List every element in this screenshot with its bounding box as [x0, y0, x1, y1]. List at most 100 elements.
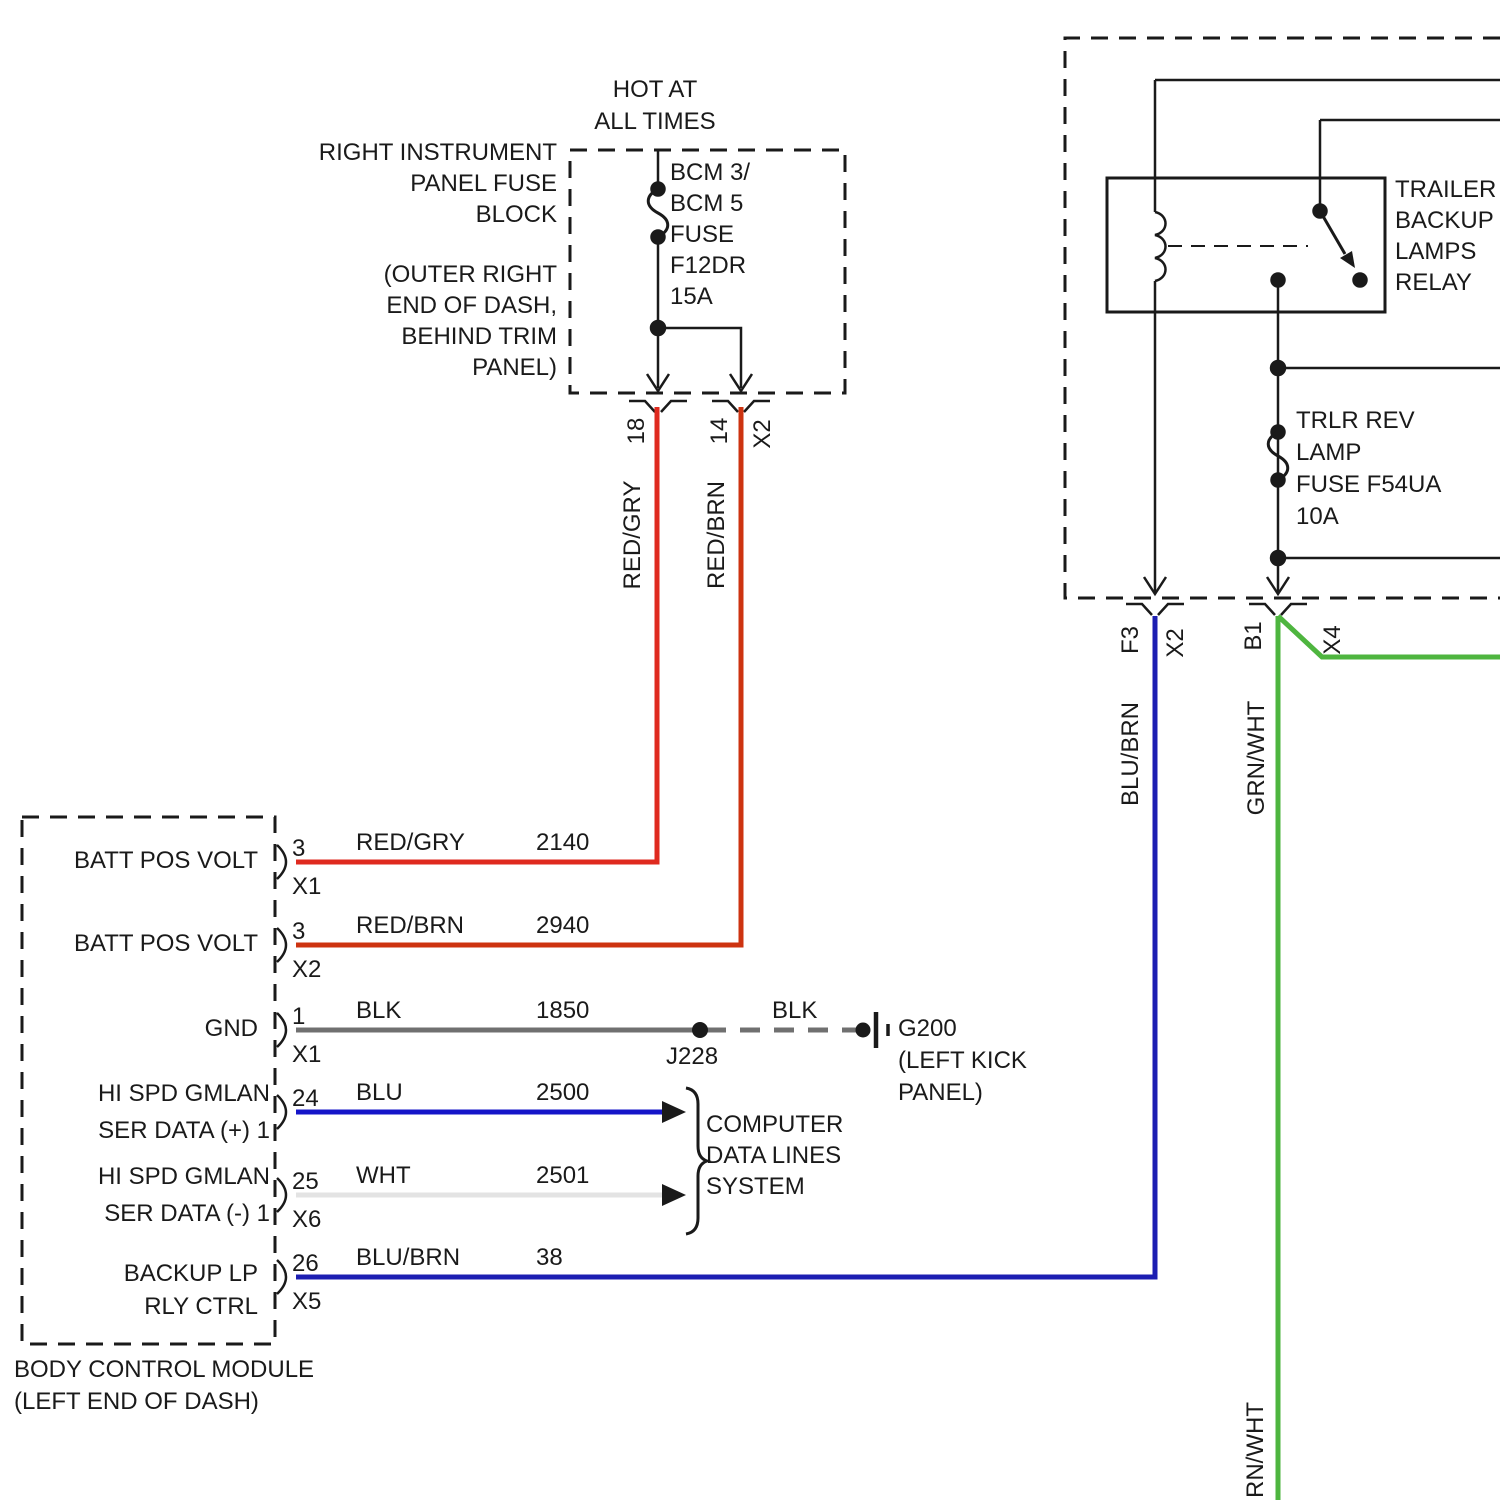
fuse-f54ua-dot-bottom — [1270, 472, 1286, 488]
bcm-connector-id: X1 — [292, 873, 322, 900]
data-lines-label-line1: COMPUTER — [706, 1111, 844, 1138]
wire-label-red-brn: RED/BRN — [703, 480, 730, 590]
bcm-row-label: SER DATA (-) 1 — [104, 1200, 270, 1227]
wire-blu-brn-38 — [296, 616, 1158, 1280]
ground-dot — [855, 1022, 871, 1038]
trailer-backup-lamps-relay-box — [1105, 176, 1387, 314]
bcm-connector-arc-1 — [276, 844, 288, 880]
bcm-row-label: BATT POS VOLT — [73, 930, 258, 957]
arrow-down-b1 — [1265, 576, 1291, 597]
fuse-f54ua-element — [1266, 430, 1290, 482]
arrow-right-blu-2500 — [662, 1101, 686, 1123]
bcm-row-label: RLY CTRL — [144, 1293, 258, 1320]
connector-symbol-b1 — [1249, 602, 1307, 616]
bcm-connector-id: X1 — [292, 1041, 322, 1068]
bcm-name-line1: BODY CONTROL MODULE — [14, 1356, 315, 1383]
relay-coil-feed-line — [1153, 78, 1500, 212]
connector-symbol-f3 — [1126, 602, 1184, 616]
wire-color-label: RED/GRY — [356, 829, 465, 856]
bcm-pin-number: 3 — [292, 918, 306, 945]
fuse-branch-line — [658, 326, 743, 388]
fuse-block-location-line1: (OUTER RIGHT — [383, 261, 557, 288]
wire-red-brn-2940 — [296, 407, 744, 948]
trailer-junction-box — [1063, 36, 1500, 600]
arrow-down-f3 — [1142, 576, 1168, 597]
pin-18-label: 18 — [623, 417, 650, 445]
bcm-row-label: HI SPD GMLAN — [97, 1080, 270, 1107]
arrow-down-pin18 — [645, 373, 671, 394]
fuse-dot-top — [650, 181, 666, 197]
fuse-block-name-line2: PANEL FUSE — [410, 170, 557, 197]
ground-location-line2: PANEL) — [898, 1079, 983, 1106]
data-lines-label-line3: SYSTEM — [706, 1173, 805, 1200]
fuse-f54ua-label-line4: 10A — [1296, 503, 1339, 530]
connector-symbol-pin18 — [629, 399, 687, 413]
relay-switch-out-dot — [1352, 272, 1368, 288]
fuse-f54ua-label-line1: TRLR REV — [1296, 407, 1415, 434]
relay-label-line2: BACKUP — [1395, 207, 1494, 234]
bcm-connector-id: X5 — [292, 1288, 322, 1315]
ip-fuse-block-box — [568, 148, 847, 395]
power-feed-label-line2: ALL TIMES — [594, 108, 716, 135]
fuse-f12dr-element — [646, 187, 670, 239]
wire-color-label: BLK — [356, 997, 402, 1024]
fuse-f12dr-label-line3: FUSE — [670, 221, 735, 248]
pin-f3-label: F3 — [1117, 625, 1144, 655]
connector-x2-label: X2 — [749, 419, 776, 449]
bcm-connector-id: X2 — [292, 956, 322, 983]
bcm-connector-arc-2 — [276, 927, 288, 963]
bcm-connector-arc-6 — [276, 1259, 288, 1295]
ground-location-line1: (LEFT KICK — [898, 1047, 1027, 1074]
fuse-f12dr-label-line1: BCM 3/ — [670, 159, 751, 186]
fuse-block-name-line1: RIGHT INSTRUMENT — [318, 139, 557, 166]
fuse-f12dr-label-line2: BCM 5 — [670, 190, 744, 217]
circuit-number: 1850 — [536, 997, 590, 1024]
wire-color-label: WHT — [356, 1162, 411, 1189]
fuse-block-location-line4: PANEL) — [472, 354, 557, 381]
relay-switch-arrowhead — [1340, 251, 1355, 268]
wire-color-label: RED/BRN — [356, 912, 465, 939]
ground-g200-label: G200 — [898, 1015, 957, 1042]
data-lines-brace — [685, 1086, 712, 1236]
circuit-number: 2500 — [536, 1079, 590, 1106]
fuse-f12dr-label-line5: 15A — [670, 283, 713, 310]
bcm-connector-arc-4 — [276, 1094, 288, 1130]
wire-label-red-gry: RED/GRY — [619, 480, 646, 590]
wire-color-label: BLU/BRN — [356, 1244, 461, 1271]
bcm-row-label: BACKUP LP — [123, 1260, 258, 1287]
circuit-number: 38 — [536, 1244, 563, 1271]
bcm-pin-number: 24 — [292, 1085, 319, 1112]
bcm-row-label: GND — [204, 1015, 258, 1042]
bcm-connector-id: X6 — [292, 1206, 322, 1233]
wire-label-grn-wht-bottom: RN/WHT — [1242, 1402, 1269, 1498]
pin-b1-label: B1 — [1240, 621, 1267, 651]
wire-grn-wht — [1275, 614, 1500, 1500]
relay-switch-arm — [1318, 210, 1347, 255]
pin-14-label: 14 — [706, 417, 733, 445]
fuse-f12dr-label-line4: F12DR — [670, 252, 747, 279]
power-feed-label-line1: HOT AT — [612, 76, 698, 103]
bcm-pin-number: 3 — [292, 835, 306, 862]
circuit-number: 2501 — [536, 1162, 590, 1189]
bcm-pin-number: 26 — [292, 1250, 319, 1277]
wire-label-blu-brn: BLU/BRN — [1117, 701, 1144, 807]
wire-red-gry-2140 — [296, 407, 660, 865]
fuse-block-name-line3: BLOCK — [475, 201, 557, 228]
bcm-connector-arc-3 — [276, 1012, 288, 1048]
bcm-connector-arc-5 — [276, 1177, 288, 1213]
connector-x4-label: X4 — [1319, 625, 1346, 655]
connector-symbol-pin14 — [712, 399, 770, 413]
splice-j228-dot — [692, 1022, 708, 1038]
fuse-block-location-line3: BEHIND TRIM — [401, 323, 557, 350]
bcm-row-label: HI SPD GMLAN — [97, 1163, 270, 1190]
bcm-pin-number: 1 — [292, 1003, 306, 1030]
fuse-f54ua-label-line2: LAMP — [1296, 439, 1362, 466]
connector-x2-trailer-label: X2 — [1162, 628, 1189, 658]
bcm-name-line2: (LEFT END OF DASH) — [14, 1388, 259, 1415]
circuit-number: 2140 — [536, 829, 590, 856]
arrow-right-wht-2501 — [662, 1184, 686, 1206]
relay-label-line3: LAMPS — [1395, 238, 1477, 265]
relay-label-line1: TRAILER — [1395, 176, 1497, 203]
